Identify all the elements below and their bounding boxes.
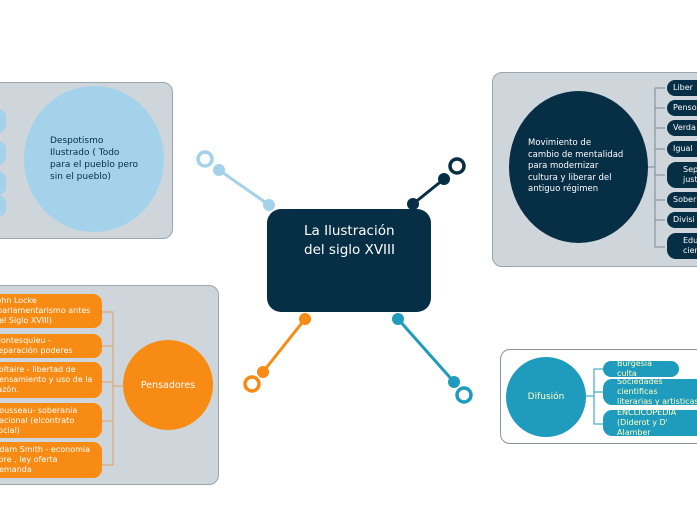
movimiento-node[interactable]: Movimiento de cambio de mentalidad para … (509, 91, 648, 243)
despotismo-stub (0, 141, 6, 165)
connector-handle (243, 375, 261, 393)
pensador-item[interactable]: Montesquieu - separación poderes (0, 334, 102, 358)
difusion-label: Difusión (527, 392, 565, 402)
pensadores-node[interactable]: Pensadores (123, 340, 213, 430)
despotismo-label: Despotismo Ilustrado ( Todo para el pueb… (50, 136, 138, 182)
movimiento-item[interactable]: Liber (667, 80, 697, 96)
despotismo-stub (0, 171, 6, 195)
movimiento-item[interactable]: Sepa justic (667, 162, 697, 188)
difusion-item[interactable]: Sociedades cientificas literarias y arti… (603, 379, 697, 405)
pensador-item[interactable]: John Locke (parlamentarismo antes del Si… (0, 294, 102, 328)
despotismo-node[interactable]: Despotismo Ilustrado ( Todo para el pueb… (24, 86, 164, 232)
pensador-item[interactable]: Rousseau- soberanía nacional (elcontrato… (0, 403, 102, 438)
connector-handle (196, 150, 214, 168)
connector-despotismo (196, 150, 275, 211)
pensador-item[interactable]: Adam Smith - economía libre , ley oferta… (0, 442, 102, 478)
movimiento-item[interactable]: Divisi (667, 212, 697, 228)
difusion-item[interactable]: Burgesia culta (603, 361, 679, 377)
connector-pensadores (243, 313, 311, 393)
difusion-node[interactable]: Difusión (506, 357, 586, 437)
movimiento-item[interactable]: Penso (667, 100, 697, 116)
pensador-item[interactable]: Voltaire - libertad de pensamiento y uso… (0, 362, 102, 398)
difusion-item[interactable]: ENCLICOPEDIA (Diderot y D' Alamber (603, 410, 697, 436)
connector-handle (455, 386, 473, 404)
central-topic[interactable]: La Ilustración del siglo XVIII (267, 209, 431, 312)
despotismo-stub (0, 109, 6, 133)
central-topic-label: La Ilustración del siglo XVIII (304, 223, 395, 258)
connector-movimiento (407, 157, 466, 210)
connector-handle (448, 157, 466, 175)
movimiento-item[interactable]: Igual (667, 141, 697, 157)
pensadores-label: Pensadores (140, 379, 196, 391)
connector-difusion (392, 313, 473, 404)
movimiento-item[interactable]: Sober (667, 192, 697, 208)
movimiento-item[interactable]: Verda (667, 120, 697, 136)
movimiento-label: Movimiento de cambio de mentalidad para … (528, 138, 624, 195)
despotismo-stub (0, 195, 6, 217)
